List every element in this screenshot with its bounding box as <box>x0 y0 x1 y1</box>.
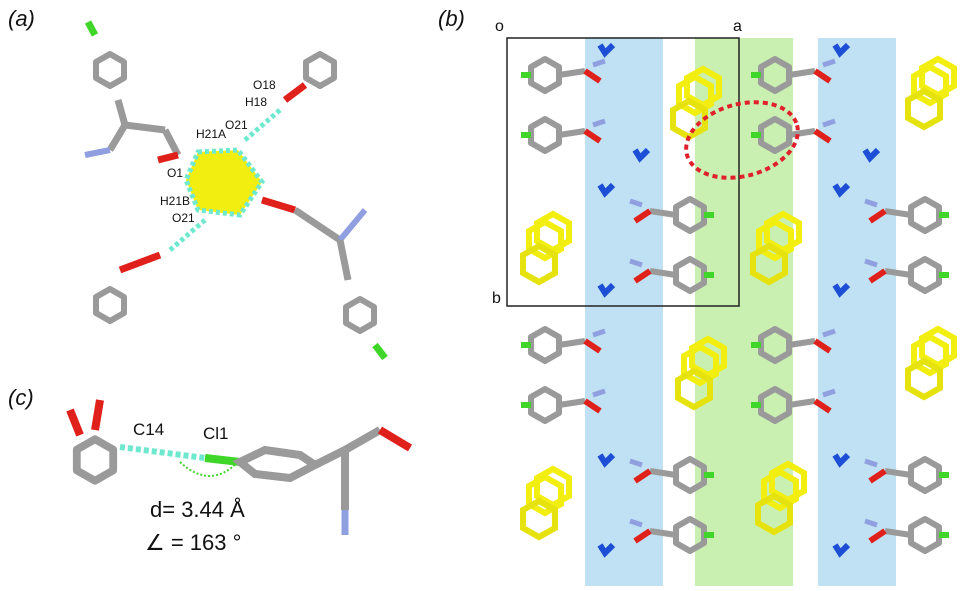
unit-cell <box>506 37 740 307</box>
atom-label-o18: O18 <box>253 78 276 92</box>
panel-c-halogen-contact <box>66 399 413 535</box>
axis-label-b: b <box>492 290 501 307</box>
atom-label-h18: H18 <box>245 95 268 109</box>
panel-a-structure <box>84 20 388 361</box>
atom-label-c14: C14 <box>133 420 165 439</box>
panel-label-a: (a) <box>8 6 35 31</box>
panel-b-packing <box>506 37 954 586</box>
panel-label-c: (c) <box>8 385 34 410</box>
atom-label-h21b: H21B <box>160 194 191 208</box>
axis-label-origin: o <box>495 18 504 35</box>
atom-label-h21a: H21A <box>196 127 227 141</box>
axis-label-a: a <box>733 18 742 35</box>
atom-label-cl1: Cl1 <box>203 424 229 443</box>
panel-label-b: (b) <box>438 6 465 31</box>
atom-label-o1: O1 <box>167 166 184 180</box>
distance-value: d= 3.44 Å <box>150 497 245 522</box>
atom-label-o21-top: O21 <box>225 118 248 132</box>
atom-label-o21-bottom: O21 <box>172 211 195 225</box>
angle-value: ∠ = 163 ° <box>145 530 242 555</box>
contact-ellipse <box>684 100 800 180</box>
